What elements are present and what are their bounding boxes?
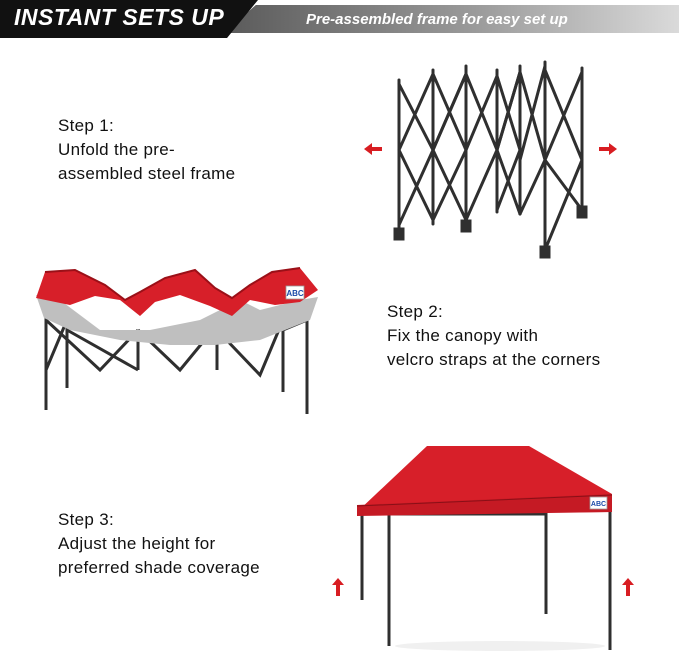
step-2-line-2: velcro straps at the corners [387,350,601,369]
step-1-line-1: Unfold the pre- [58,140,175,159]
erected-canopy-image: ABC [356,446,613,651]
step-1-heading: Step 1: [58,116,114,135]
step-2-line-1: Fix the canopy with [387,326,539,345]
step-3-line-2: preferred shade coverage [58,558,260,577]
header-banner: INSTANT SETS UP Pre-assembled frame for … [0,0,679,40]
step-2-text: Step 2: Fix the canopy with velcro strap… [387,300,600,372]
arrow-right-icon [599,143,617,155]
step-3-line-1: Adjust the height for [58,534,216,553]
banner-subtitle-bar [224,5,679,33]
arrow-left-icon [364,143,382,155]
arrow-up-icon [622,578,634,596]
canopy-logo: ABC [591,501,606,508]
folded-frame-image [393,60,588,259]
step-1-line-2: assembled steel frame [58,164,236,183]
arrow-up-icon [332,578,344,596]
banner-title: INSTANT SETS UP [14,4,225,30]
canopy-logo-small: ABC [286,289,304,298]
canopy-frame-image: ABC [36,267,318,414]
step-3-text: Step 3: Adjust the height for preferred … [58,508,260,580]
banner-subtitle: Pre-assembled frame for easy set up [306,11,568,28]
banner-title-bar [0,0,258,38]
step-2-heading: Step 2: [387,302,443,321]
step-1-text: Step 1: Unfold the pre- assembled steel … [58,114,235,186]
step-3-heading: Step 3: [58,510,114,529]
